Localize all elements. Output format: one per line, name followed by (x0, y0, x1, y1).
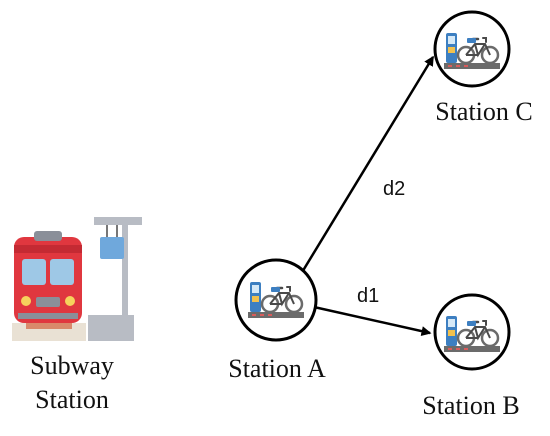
station-a-node (234, 258, 318, 342)
station-c-label: Station C (435, 97, 533, 126)
subway-label-line2: Station (35, 385, 109, 414)
edge-label-d1: d1 (357, 285, 379, 307)
station-a-label: Station A (228, 354, 326, 383)
arrow-a-to-b (304, 303, 432, 337)
edge-label-d2: d2 (383, 178, 405, 200)
train-platform-icon (12, 217, 142, 341)
subway-label-line1: Subway (30, 351, 114, 380)
arrow-a-to-c (288, 55, 435, 293)
station-c-node (433, 10, 511, 88)
station-b-node (433, 293, 511, 371)
station-b-label: Station B (422, 391, 520, 420)
